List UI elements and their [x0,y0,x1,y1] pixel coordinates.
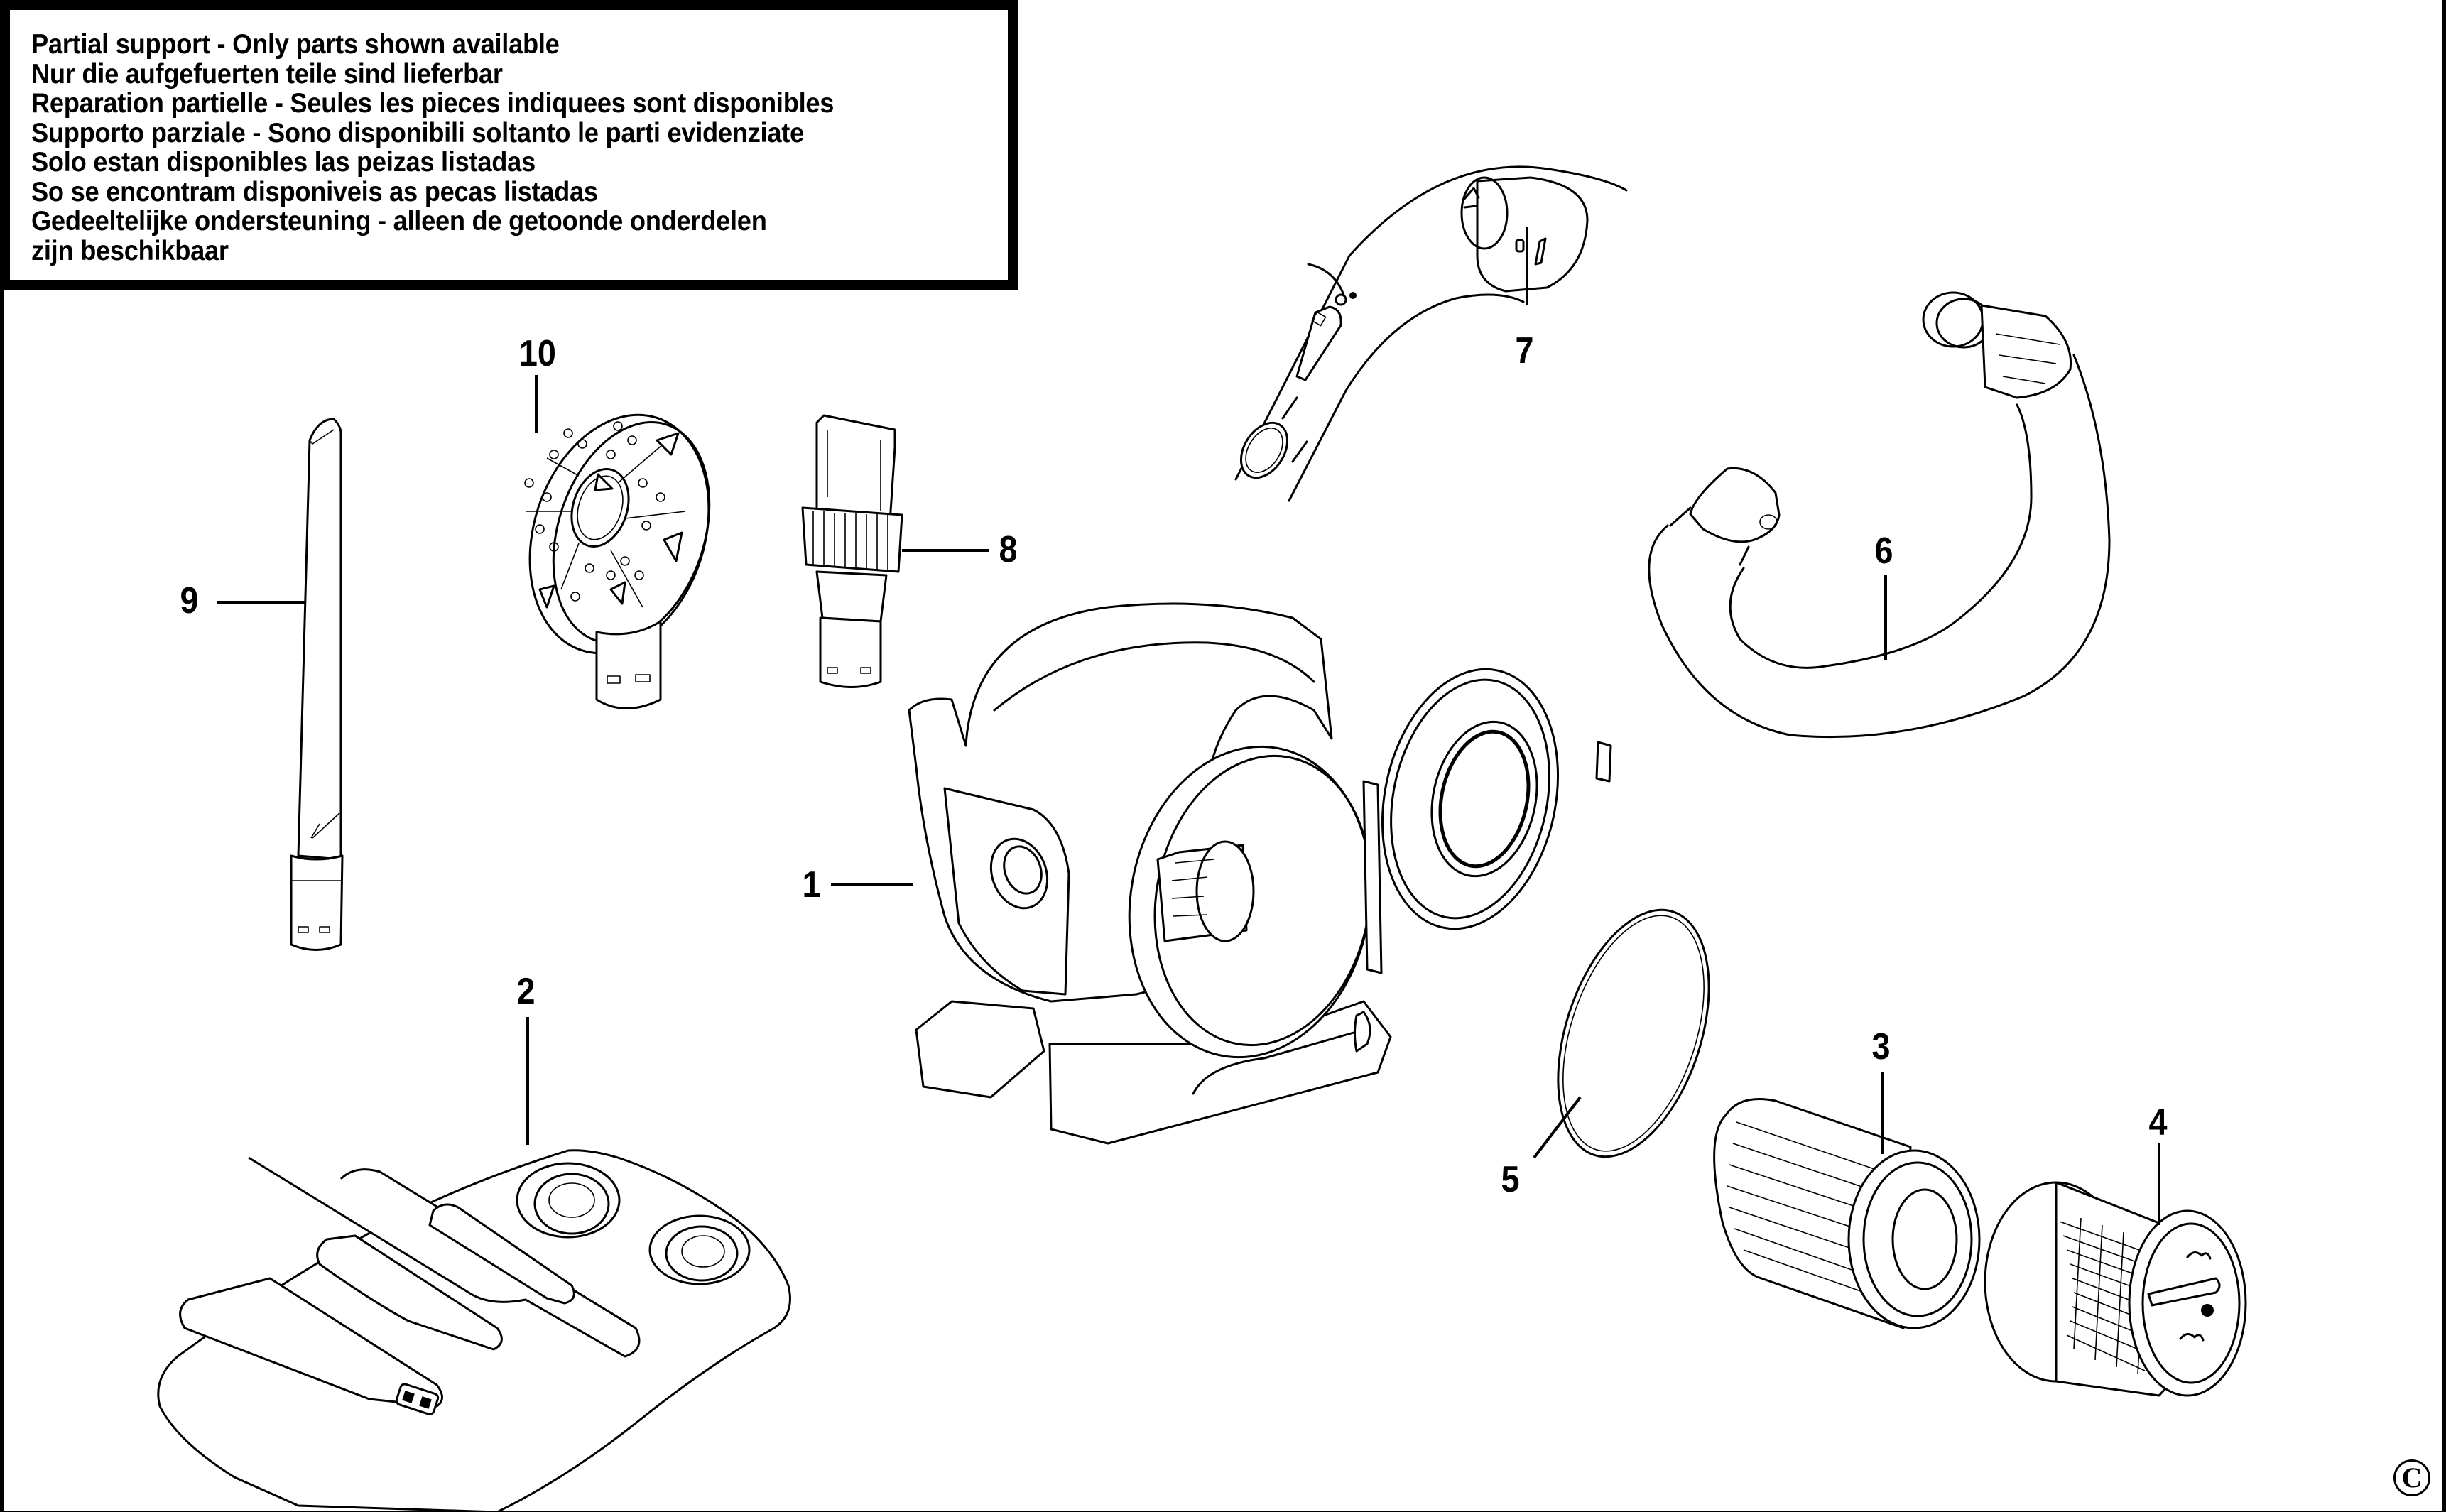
notice-line-pt: So se encontram disponiveis as pecas lis… [31,176,598,207]
frame-border-bottom [0,1511,2446,1512]
part-4-mesh-filter [1984,1143,2247,1397]
notice-line-nl: Gedeeltelijke ondersteuning - alleen de … [31,206,767,236]
part-2-storage-tray [157,1017,791,1512]
callout-part-6: 6 [1874,531,1893,572]
frame-border-right [2442,0,2446,1512]
part-6-flexible-hose [1648,291,2111,739]
part-10-round-brush [524,375,711,709]
part-7-curved-wand [1234,165,1628,502]
notice-line-fr: Reparation partielle - Seules les pieces… [31,88,835,119]
part-1-filter-cover [1381,668,1612,930]
part-8-brush-tool [801,414,989,688]
frame-border-left [0,0,4,1512]
part-3-pleated-filter [1713,1072,1981,1329]
callout-part-7: 7 [1515,330,1534,371]
notice-line-es: Solo estan disponibles las peizas listad… [31,147,536,178]
callout-part-9: 9 [180,580,199,621]
notice-line-de: Nur die aufgefuerten teile sind lieferba… [31,58,503,89]
callout-part-4: 4 [2148,1102,2168,1143]
availability-notice-box: Partial support - Only parts shown avail… [0,0,1018,290]
part-5-o-ring [1533,908,1710,1159]
callout-part-1: 1 [802,864,821,905]
callout-part-8: 8 [999,529,1018,570]
notice-line-nl-cont: zijn beschikbaar [31,235,229,266]
callout-part-3: 3 [1871,1026,1891,1067]
notice-line-en: Partial support - Only parts shown avail… [31,29,560,60]
brush-bristle-dots [524,421,665,602]
part-9-crevice-tool [217,418,344,951]
part-1-main-unit [831,602,1392,1145]
mesh-pattern [2059,1217,2168,1375]
notice-line-it: Supporto parziale - Sono disponibili sol… [31,117,804,148]
callout-part-10: 10 [518,333,556,374]
callout-part-2: 2 [516,971,536,1012]
callout-part-5: 5 [1501,1159,1520,1200]
notice-lines: Partial support - Only parts shown avail… [31,30,894,266]
copyright-mark: C [2393,1459,2430,1496]
